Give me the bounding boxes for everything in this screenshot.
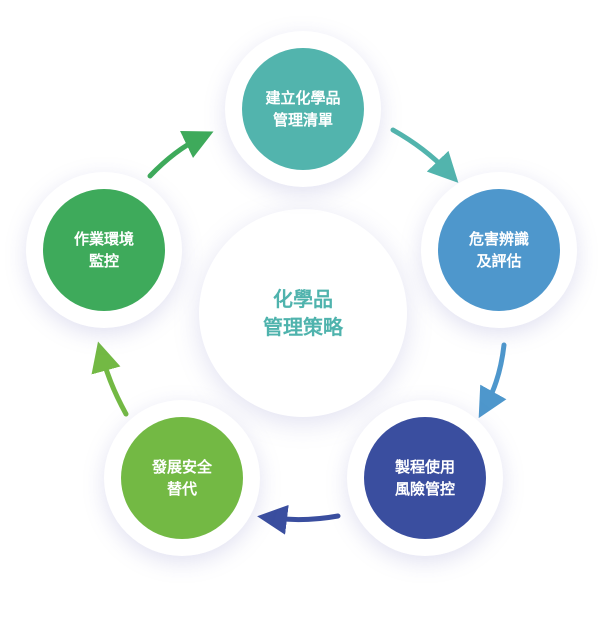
step-5-node: 作業環境 監控 — [26, 172, 182, 328]
arrow-step4-to-step5 — [91, 341, 129, 417]
step-4-line1: 發展安全 — [151, 458, 212, 476]
step-1-line1: 建立化學品 — [265, 89, 341, 107]
arrow-step5-to-step1 — [147, 130, 214, 179]
step-2-line1: 危害辨識 — [468, 230, 529, 248]
arrow-step2-to-step3 — [478, 342, 507, 419]
arrow-step1-to-step2 — [390, 127, 459, 183]
step-3-line1: 製程使用 — [394, 458, 455, 476]
arrow-step3-to-step4 — [257, 504, 341, 535]
step-3-line2: 風險管控 — [394, 480, 455, 498]
step-3-node: 製程使用 風險管控 — [347, 400, 503, 556]
step-5-line1: 作業環境 — [73, 230, 134, 248]
step-1-line2: 管理清單 — [272, 111, 333, 129]
step-5-line2: 監控 — [88, 252, 119, 270]
step-1-node: 建立化學品 管理清單 — [225, 31, 381, 187]
center-title-line1: 化學品 — [273, 287, 333, 311]
step-2-node: 危害辨識 及評估 — [421, 172, 577, 328]
step-4-line2: 替代 — [166, 480, 197, 498]
center-title-line2: 管理策略 — [263, 315, 343, 339]
center-strategy-circle: 化學品 管理策略 — [199, 209, 407, 417]
step-2-line2: 及評估 — [476, 252, 522, 270]
step-4-node: 發展安全 替代 — [104, 400, 260, 556]
